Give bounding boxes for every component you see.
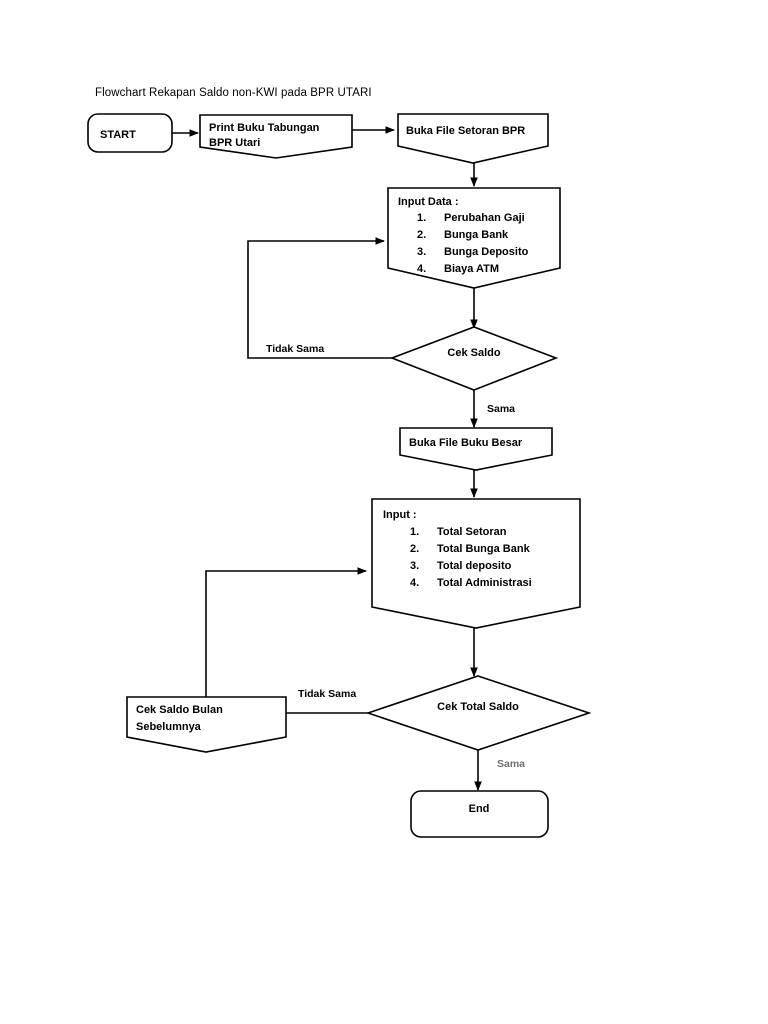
node-input-data-shape[interactable]	[387, 187, 561, 289]
edge-label-sama-atas: Sama	[487, 403, 515, 415]
node-cek-saldo-bulan-line1: Cek Saldo Bulan	[136, 704, 223, 716]
node-input-data-item-4-text: Biaya ATM	[444, 263, 499, 275]
node-buku-besar-label: Buka File Buku Besar	[409, 437, 523, 449]
node-input-data-item-2-text: Bunga Bank	[444, 229, 509, 241]
connector-ceksaldo-tidaksama-loop	[247, 237, 395, 359]
node-input-data-item-3-text: Bunga Deposito	[444, 246, 529, 258]
node-input-data-heading: Input Data :	[398, 196, 459, 208]
node-input-data-item-1-num: 1.	[417, 212, 426, 224]
node-input-data-item-4-num: 4.	[417, 263, 426, 275]
node-input-total-item-3-text: Total deposito	[437, 560, 512, 572]
edge-label-tidak-sama-bawah: Tidak Sama	[298, 688, 356, 700]
node-input-total-heading: Input :	[383, 509, 417, 521]
node-print-buku-line1: Print Buku Tabungan	[209, 122, 320, 134]
node-start-label: START	[100, 129, 136, 141]
diagram-title: Flowchart Rekapan Saldo non-KWI pada BPR…	[95, 87, 372, 99]
node-buka-file-setoran-shape[interactable]	[397, 113, 549, 164]
node-start-shape[interactable]	[87, 113, 173, 153]
node-cek-total-saldo-label: Cek Total Saldo	[437, 701, 519, 713]
node-input-data-item-1-text: Perubahan Gaji	[444, 212, 525, 224]
node-input-data-item-3-num: 3.	[417, 246, 426, 258]
node-buku-besar-shape[interactable]	[399, 427, 553, 471]
node-input-total-item-2-text: Total Bunga Bank	[437, 543, 531, 555]
connector-ceksaldobulan-loop	[205, 567, 367, 697]
edge-label-sama-bawah: Sama	[497, 758, 525, 770]
node-input-total-shape[interactable]	[371, 498, 581, 629]
node-print-buku-line2: BPR Utari	[209, 137, 260, 149]
node-cek-saldo-shape[interactable]	[389, 326, 559, 391]
node-input-total-item-3-num: 3.	[410, 560, 419, 572]
node-input-total-item-1-text: Total Setoran	[437, 526, 507, 538]
node-end-label: End	[469, 803, 490, 815]
node-print-buku-shape[interactable]	[199, 114, 353, 159]
node-input-data-item-2-num: 2.	[417, 229, 426, 241]
node-buka-file-setoran-label: Buka File Setoran BPR	[406, 125, 525, 137]
node-cek-saldo-bulan-line2: Sebelumnya	[136, 721, 202, 733]
node-cek-saldo-label: Cek Saldo	[447, 347, 500, 359]
node-input-total-item-4-num: 4.	[410, 577, 419, 589]
node-input-total-item-2-num: 2.	[410, 543, 419, 555]
edge-label-tidak-sama-atas: Tidak Sama	[266, 343, 324, 355]
node-end-shape[interactable]	[410, 790, 549, 838]
node-input-total-item-1-num: 1.	[410, 526, 419, 538]
node-cek-total-saldo-shape[interactable]	[365, 675, 592, 751]
node-cek-saldo-bulan-shape[interactable]	[126, 696, 287, 753]
node-input-total-item-4-text: Total Administrasi	[437, 577, 532, 589]
